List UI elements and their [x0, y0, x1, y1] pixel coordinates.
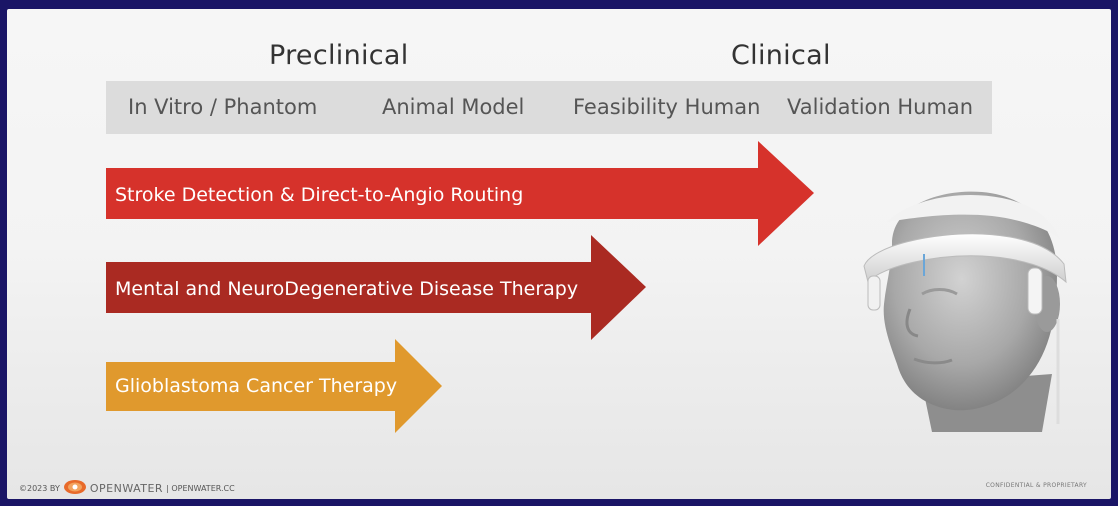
program-label: Glioblastoma Cancer Therapy [115, 375, 398, 397]
slide: Preclinical Clinical In Vitro / Phantom … [7, 9, 1111, 499]
stage-in-vitro: In Vitro / Phantom [128, 95, 318, 119]
phase-clinical: Clinical [731, 40, 831, 71]
program-label: Stroke Detection & Direct-to-Angio Routi… [115, 184, 524, 206]
arrow-shape-glioblastoma [106, 339, 442, 433]
program-arrow-stroke: Stroke Detection & Direct-to-Angio Routi… [106, 141, 816, 246]
site-link[interactable]: | OPENWATER.CC [166, 483, 235, 493]
program-arrow-glioblastoma: Glioblastoma Cancer Therapy [106, 339, 446, 435]
program-arrow-neuro: Mental and NeuroDegenerative Disease The… [106, 235, 651, 340]
phase-preclinical: Preclinical [269, 40, 409, 71]
arrow-shape-neuro [106, 235, 646, 340]
copyright-text: ©2023 BY [19, 483, 60, 493]
head-wearable-device-icon [852, 184, 1072, 436]
stage-animal-model: Animal Model [382, 95, 525, 119]
program-label: Mental and NeuroDegenerative Disease The… [115, 278, 579, 300]
openwater-logo-icon [63, 479, 87, 497]
arrow-shape-stroke [106, 141, 814, 246]
stage-validation-human: Validation Human [787, 95, 974, 119]
stage-feasibility-human: Feasibility Human [573, 95, 761, 119]
footer-brand: ©2023 BY OPENWATER | OPENWATER.CC [19, 479, 235, 497]
stage-band: In Vitro / Phantom Animal Model Feasibil… [106, 81, 992, 134]
brand-name: OPENWATER [89, 481, 164, 495]
confidential-note: CONFIDENTIAL & PROPRIETARY [985, 482, 1087, 489]
